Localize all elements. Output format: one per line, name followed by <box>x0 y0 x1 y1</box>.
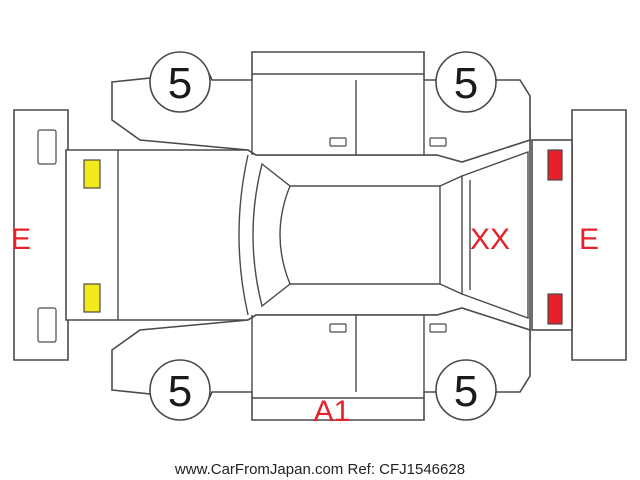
upper-side-panel <box>111 51 531 163</box>
front-bumper <box>13 109 69 361</box>
rear-light-upper <box>547 149 563 181</box>
rear-bumper-mark: E <box>579 223 599 256</box>
front-bumper-mark: E <box>11 223 31 256</box>
tire-front-right: 5 <box>149 359 211 421</box>
front-light-lower <box>83 283 101 313</box>
tire-front-left-label: 5 <box>168 59 192 108</box>
footer-site: www.CarFromJapan.com <box>174 461 343 478</box>
lower-rocker-mark: A1 <box>314 395 351 428</box>
rear-light-lower <box>547 293 563 325</box>
tire-rear-left: 5 <box>435 51 497 113</box>
tire-rear-right: 5 <box>435 359 497 421</box>
rear-window-mark: XX <box>470 223 510 256</box>
footer-reference: Ref: CFJ1546628 <box>347 461 465 478</box>
tire-rear-left-label: 5 <box>454 59 478 108</box>
tire-front-right-label: 5 <box>168 367 192 416</box>
tire-front-left: 5 <box>149 51 211 113</box>
footer-text: www.CarFromJapan.com Ref: CFJ1546628 <box>174 461 465 478</box>
tire-rear-right-label: 5 <box>454 367 478 416</box>
front-light-upper <box>83 159 101 189</box>
